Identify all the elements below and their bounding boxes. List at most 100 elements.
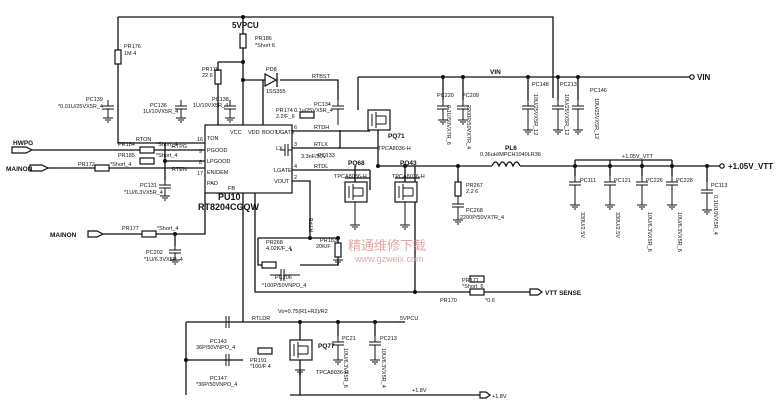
label-pc111-ref: PC111 [580,178,596,184]
label-pc228-ref: PC228 [676,178,693,184]
label-pc206-ref: PC206 [275,275,292,281]
resistor-pr172 [94,164,110,172]
label-pl6-ref: PL6 [505,145,517,152]
label-pq43-ref: PQ43 [400,160,417,167]
resistor-pr267 [454,181,462,197]
label-pr183-ref: PR183 [320,238,337,244]
label-pr172-ref: PR172 [78,162,95,168]
label-pc146-ref: PC146 [590,88,607,94]
pin-lx-label: LX [276,146,283,152]
label-pc209-ref: PC209 [462,93,479,99]
resistor-pr184 [139,146,155,154]
label-pc206-val: *100P/50VNPO_4 [262,283,306,289]
label-pc148-ref: PC148 [532,82,549,88]
label-pc268-ref: PC268 [466,208,483,214]
pin-vdd-label: VDD [248,130,260,136]
label-pc268-val: 2200P/50VX7R_4 [460,215,504,221]
ic-ref: PU10 [218,192,241,202]
label-pr186-ref: PR186 [255,36,272,42]
signal-rtldr: RTLDR [252,316,270,322]
label-pc213b-ref: PC213 [380,336,397,342]
label-pc134-val: 0.1u/25VX5R_4 [294,108,333,114]
label-pr184-val: *Short_4 [156,142,177,148]
label-pr185-ref: PR185 [118,153,135,159]
mainon-connector-2 [87,230,105,238]
pin-lpgood-label: LPGOOD [207,159,231,165]
label-pc147-ref: PC147 [210,376,227,382]
label-pc139-ref: PC139 [86,97,103,103]
pin-enldr-label: EN/DEM [207,170,229,176]
pin-num: 8 [199,160,202,166]
label-pr174-val: 2.2/F_6 [276,114,295,120]
pin-fb-label: FB [228,186,235,192]
pin-num: 16 [197,137,203,143]
label-pd8-val: 1SS355 [266,89,286,95]
label-pr191-ref: PR191 [250,358,267,364]
label-pr186-val: *Short 6 [255,43,275,49]
vin-terminal [689,74,695,80]
label-pr170-val: *0.6 [485,298,495,304]
hwpg-connector [11,146,34,154]
signal-rten: RTEN [172,167,187,173]
ic-part: RT8204CGQW [198,202,260,212]
label-pq77-val: TPCA8036-H [316,370,349,376]
signal-rtfb: RTFB [309,217,315,232]
pin-num: 9 [199,149,202,155]
label-pr174-ref: PR174 [276,108,293,114]
label-pc111-val: 330U/2.5V [579,212,585,238]
pin-num: 3 [294,142,297,148]
pin-num: 4 [294,164,297,170]
label-pq77-ref: PQ77 [318,343,335,350]
resistor-pr186 [239,33,247,49]
capacitors [102,100,713,366]
label-pc136-ref: PC136 [150,103,167,109]
net-mainon-1: MAINON [6,166,33,173]
label-pc134-ref: PC134 [314,102,331,108]
net-labels: 5VPCU VIN VIN +1.05V_VTT +1.05V_VTT HWPG… [6,21,773,400]
label-pr171-ref: PR171 [462,278,479,284]
signal-rtdh: RTDH [314,125,329,131]
net-vin: VIN [490,69,501,76]
resistor-pr185 [139,157,155,165]
vtt-terminal [719,163,725,169]
watermark-cn: 精通维修下载 [348,239,426,254]
resistor-pr176 [114,49,122,65]
watermark-url: www.gzweix.com [354,254,424,264]
label-pc220-ref: PC220 [437,93,454,99]
label-pq68-val: TPCA8036-H [334,174,367,180]
label-pc138-ref: PC138 [212,97,229,103]
label-pr171-val: *Short_6 [462,284,483,290]
ic-pu10: TON PGOOD LPGOOD EN/DEM PAD UGATE LX LGA… [197,124,297,212]
label-pr179-val: 22.6 [202,73,213,79]
pin-num: 2 [294,175,297,181]
label-pr191-val: *100/F 4 [250,364,271,370]
label-pr268-val: 4.02K/F_4 [266,246,291,252]
resistor-pr179 [214,69,222,85]
label-pc209-val: 2200P/50VX7R_4 [465,105,471,149]
net-18v-b: +1.8V [492,394,507,400]
pin-vout-label: VOUT [274,179,290,185]
label-pc148-val: 10U/25VX5R_12 [532,94,538,135]
label-pc146-val: 10U/25VX5R_12 [593,98,599,139]
mosfet-pq68 [344,181,368,225]
net-5vpcu-bottom: 5VPCU [400,316,418,322]
label-pc21-val: 10U/6.3VX5R_6 [342,348,348,388]
label-pr183-val: 20K/F [316,244,331,250]
label-pd8-ref: PD8 [266,67,277,73]
pin-pgood-label: PGOOD [207,148,228,154]
label-pl6-val: 0.36uH/MPCH1040LR36 [480,152,541,158]
resistors [94,33,485,355]
label-pc213-val: 10U/25VX5R_12 [563,94,569,135]
net-18v-a: +1.8V [412,388,427,394]
resistor-pr191 [257,347,273,355]
signal-rtpg: RTPG [172,144,187,150]
signal-rtbst: RTBST [312,74,331,80]
label-pr176-ref: PR176 [124,44,141,50]
vtt-sense-connector [529,288,543,296]
mosfet-pq71 [367,109,391,131]
label-pr184-ref: PR184 [118,142,135,148]
net-hwpg: HWPG [13,140,33,147]
mosfet-pq43 [394,181,418,225]
mainon-connector-1 [29,164,50,172]
net-vtt-mid: +1.05V_VTT [622,154,654,160]
